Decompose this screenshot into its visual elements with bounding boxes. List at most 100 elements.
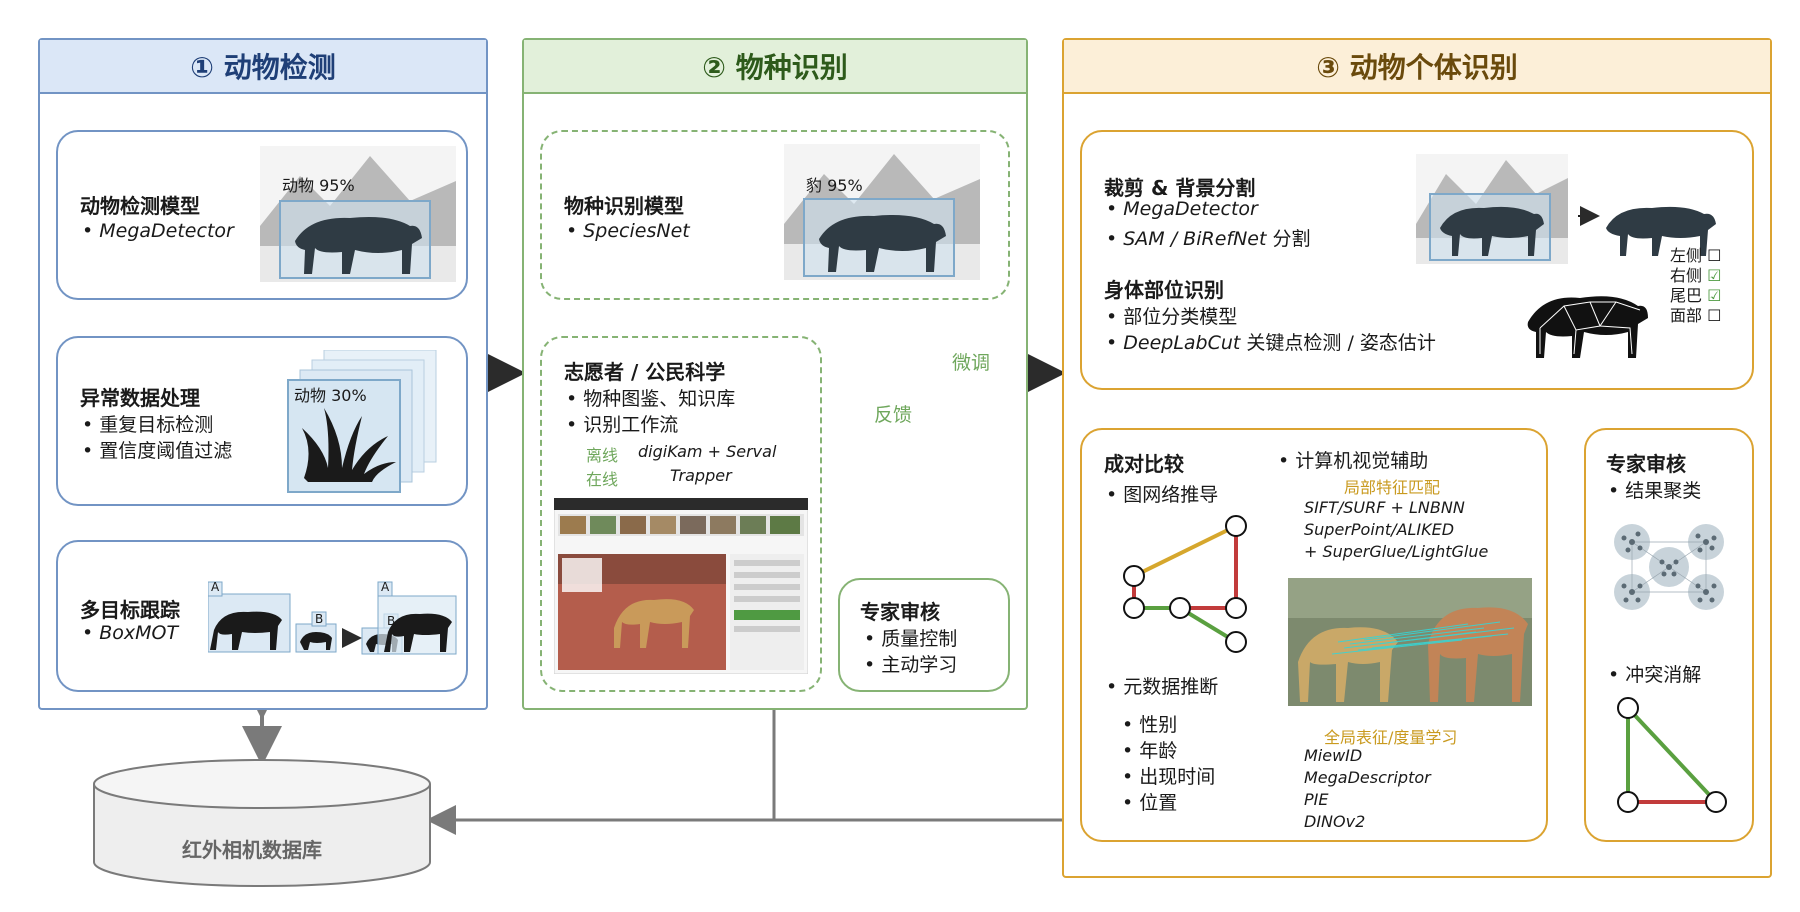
bullet-item: • MegaDetector [82,220,234,242]
item-text: 部位分类模型 [1123,306,1238,328]
item-text: 图网络推导 [1123,484,1219,506]
global-method: MegaDescriptor [1304,768,1431,787]
local-method: SIFT/SURF + LNBNN [1304,498,1465,517]
card-detection-model: 动物检测模型 • MegaDetector 动物 95% [56,130,468,300]
bullet-item: • SAM / BiRefNet 分割 [1106,228,1311,250]
bullet-item: • 质量控制 [864,628,958,650]
track-tag-b: B [387,614,396,628]
card-title: 动物检测模型 [80,194,200,218]
graph-network-diagram [1123,515,1247,653]
method-name: SpeciesNet [583,220,690,242]
bullet-item: • DeepLabCut 关键点检测 / 姿态估计 [1106,332,1436,354]
card-title: 志愿者 / 公民科学 [564,360,726,384]
card-anomaly-handling: 异常数据处理 • 重复目标检测 • 置信度阈值过滤 动物 30% [56,336,468,506]
leopard-detection-image [260,146,456,282]
bullet-item: • 结果聚类 [1608,480,1702,502]
offline-label: 离线 [586,446,619,465]
cropped-leopard-image [1416,154,1716,264]
bullet-item: • 置信度阈值过滤 [82,440,233,462]
global-feature-label: 全局表征/度量学习 [1324,728,1458,747]
meta-item: • 出现时间 [1122,766,1216,788]
global-method: PIE [1304,790,1329,809]
bullet-item: • 元数据推断 [1106,676,1219,698]
item-text: 置信度阈值过滤 [99,440,233,462]
bullet-item: • 冲突消解 [1608,664,1702,686]
species-confidence-label: 豹 95% [806,176,863,195]
item-text: 元数据推断 [1123,676,1219,698]
meta-item: • 性别 [1122,714,1178,736]
offline-tool: digiKam + Serval [638,442,777,461]
global-method: DINOv2 [1304,812,1366,831]
bullet-item: • 部位分类模型 [1106,306,1238,328]
keypoint-matching-image [1288,578,1532,706]
part-check-left: 左侧 ☐ [1670,246,1722,265]
low-confidence-label: 动物 30% [294,386,367,405]
feedback-label: 反馈 [874,404,913,426]
panel-title: ② 物种识别 [524,40,1026,94]
item-text: 识别工作流 [583,414,679,436]
part-check-tail: 尾巴 ☑ [1670,286,1722,305]
card-species-model: 物种识别模型 • SpeciesNet 豹 95% [540,130,1010,300]
item-text: 质量控制 [881,628,958,650]
track-tag-a: A [211,580,220,594]
item-text: 物种图鉴、知识库 [583,388,736,410]
method-suffix: 关键点检测 / 姿态估计 [1246,332,1436,354]
item-text: 冲突消解 [1625,664,1702,686]
card-title: 专家审核 [1606,452,1686,476]
online-tool: Trapper [670,466,732,485]
meta-item: • 年龄 [1122,740,1178,762]
panel-title: ③ 动物个体识别 [1064,40,1770,94]
card-pairwise-comparison: 成对比较 • 图网络推导 • 元数据推断 • 性别 • 年龄 • 出现时间 • … [1080,428,1548,842]
card-expert-review-species: 专家审核 • 质量控制 • 主动学习 [838,578,1010,692]
item-text: 计算机视觉辅助 [1295,450,1429,472]
segmentation-title: 裁剪 & 背景分割 [1104,176,1256,200]
leopard-keypoint-image [1527,296,1648,358]
checkbox-unchecked-icon: ☐ [1707,246,1722,265]
bullet-item: • 主动学习 [864,654,958,676]
method-name: DeepLabCut [1123,332,1241,354]
local-method: SuperPoint/ALIKED [1304,520,1455,539]
card-title: 专家审核 [860,600,940,624]
finetune-label: 微调 [952,352,991,374]
grass-false-positive-image [287,350,437,493]
bullet-item: • MegaDetector [1106,198,1258,220]
checkbox-checked-icon: ☑ [1707,266,1722,285]
bullet-item: • 物种图鉴、知识库 [566,388,736,410]
bullet-item: • SpeciesNet [566,220,690,242]
meta-item: • 位置 [1122,792,1178,814]
card-segmentation-parts: 裁剪 & 背景分割 • MegaDetector • SAM / BiRefNe… [1080,130,1754,390]
item-text: 结果聚类 [1625,480,1702,502]
part-title: 身体部位识别 [1104,278,1224,302]
card-expert-review-individual: 专家审核 • 结果聚类 • 冲突消解 [1584,428,1754,842]
bullet-item: • BoxMOT [82,622,179,644]
annotation-tool-screenshot [554,498,808,674]
bullet-item: • 计算机视觉辅助 [1278,450,1429,472]
detection-confidence-label: 动物 95% [282,176,355,195]
card-title: 多目标跟踪 [80,598,180,622]
tracking-illustration [208,581,457,655]
cluster-graph-image [1614,524,1724,610]
card-volunteer-citizen-science: 志愿者 / 公民科学 • 物种图鉴、知识库 • 识别工作流 离线 digiKam… [540,336,822,692]
checkbox-checked-icon: ☑ [1707,286,1722,305]
track-tag-b: B [315,612,324,626]
checkbox-unchecked-icon: ☐ [1707,306,1722,325]
leopard-species-image [784,144,980,280]
card-title: 物种识别模型 [564,194,684,218]
online-label: 在线 [586,470,619,489]
card-title: 成对比较 [1104,452,1184,476]
method-name: BoxMOT [99,622,179,644]
bullet-item: • 重复目标检测 [82,414,214,436]
method-suffix: 分割 [1272,228,1311,250]
item-text: 主动学习 [881,654,958,676]
card-multi-object-tracking: 多目标跟踪 • BoxMOT A B A B [56,540,468,692]
database-cylinder-icon [93,759,431,887]
item-text: 重复目标检测 [99,414,214,436]
method-name: SAM / BiRefNet [1123,228,1267,250]
track-tag-a: A [381,580,390,594]
local-method: + SuperGlue/LightGlue [1304,542,1489,561]
database-label: 红外相机数据库 [182,838,322,862]
conflict-triangle-diagram [1617,697,1727,813]
part-check-face: 面部 ☐ [1670,306,1722,325]
part-check-right: 右侧 ☑ [1670,266,1722,285]
panel-title: ① 动物检测 [40,40,486,94]
